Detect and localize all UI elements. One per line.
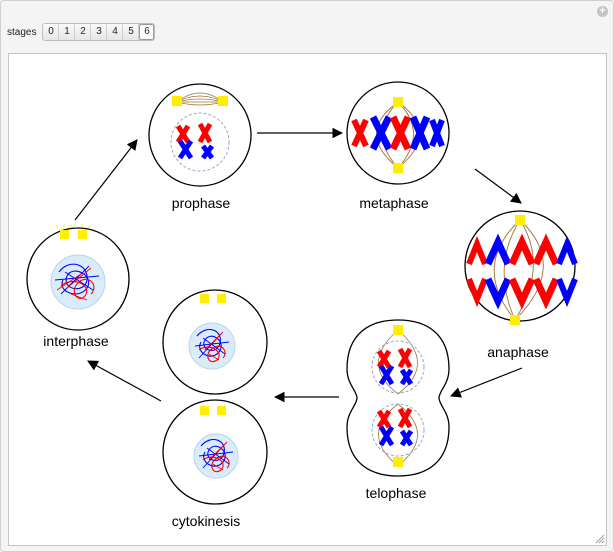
label-metaphase: metaphase	[359, 195, 429, 211]
telophase-cell	[346, 319, 450, 477]
stage-button-3[interactable]: 3	[91, 24, 108, 40]
stage-button-0[interactable]: 0	[43, 24, 60, 40]
cytokinesis-cell-top	[162, 289, 268, 395]
label-cytokinesis: cytokinesis	[171, 513, 241, 529]
plus-icon[interactable]: +	[597, 6, 608, 17]
mitosis-diagram	[26, 81, 605, 544]
interphase-cell	[26, 224, 130, 331]
arrow-metaphase-to-anaphase	[474, 168, 522, 204]
stage-button-5[interactable]: 5	[123, 24, 140, 40]
stage-button-1[interactable]: 1	[59, 24, 76, 40]
stages-label: stages	[7, 26, 37, 38]
label-anaphase: anaphase	[487, 344, 549, 360]
label-telophase: telophase	[365, 485, 427, 501]
stage-button-6[interactable]: 6	[139, 24, 155, 40]
mitosis-diagram-canvas: prophase metaphase anaphase telophase cy…	[8, 53, 607, 546]
arrow-cytokinesis-to-interphase	[87, 360, 162, 402]
stage-button-2[interactable]: 2	[75, 24, 92, 40]
label-interphase: interphase	[43, 333, 109, 349]
cytokinesis-cell-bottom	[162, 399, 268, 505]
anaphase-cell	[464, 210, 578, 325]
stages-setter-bar: 0 1 2 3 4 5 6	[42, 23, 156, 41]
metaphase-cell	[346, 81, 450, 185]
stage-button-4[interactable]: 4	[107, 24, 124, 40]
label-prophase: prophase	[171, 195, 231, 211]
prophase-cell	[148, 83, 252, 187]
resize-grip-icon[interactable]	[595, 534, 605, 544]
arrow-anaphase-to-telophase	[449, 367, 523, 398]
stages-control: stages 0 1 2 3 4 5 6	[7, 23, 156, 41]
arrow-interphase-to-prophase	[74, 139, 138, 221]
